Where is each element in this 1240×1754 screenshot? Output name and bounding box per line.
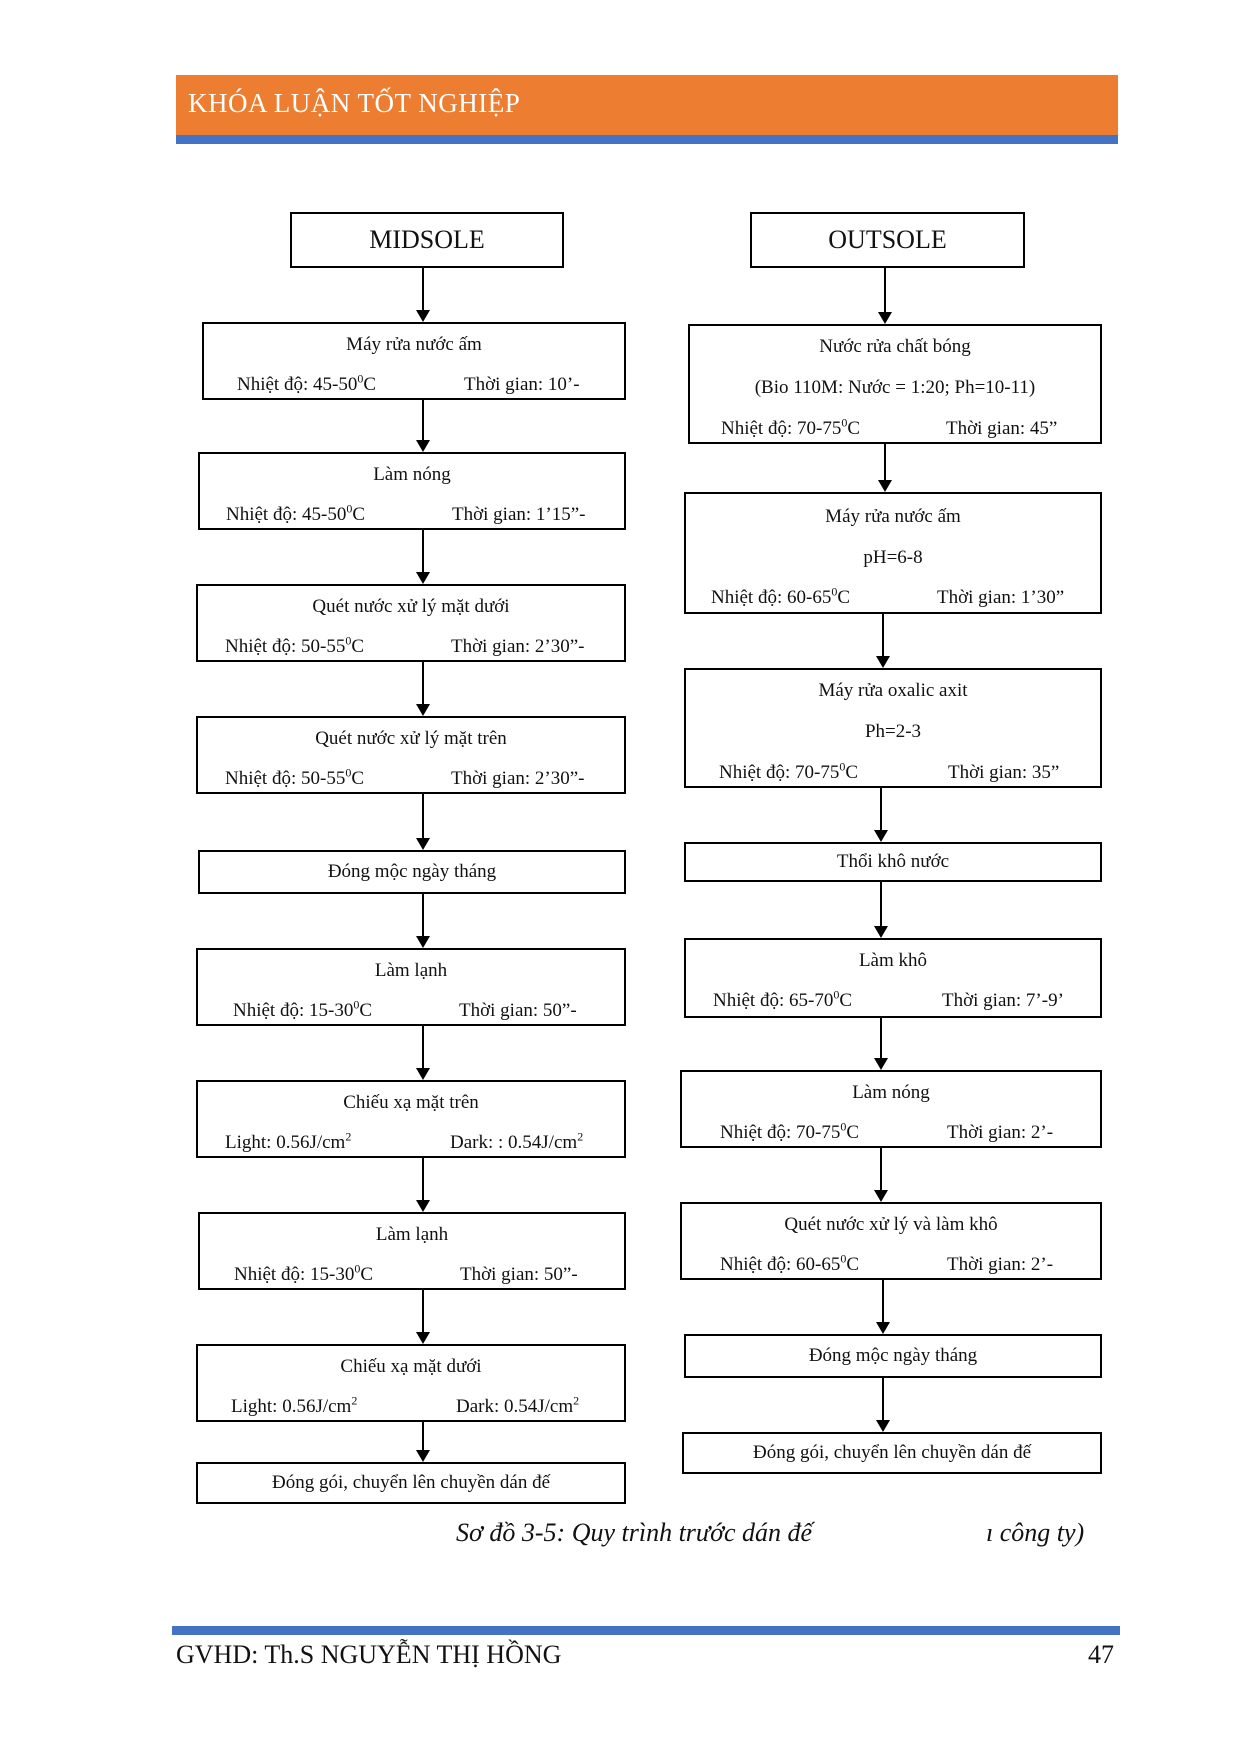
step-duration: Thời gian: 35” <box>948 762 1060 783</box>
outsole-title: OUTSOLE <box>750 212 1025 268</box>
step-temperature: Nhiệt độ: 45-500C <box>226 501 366 525</box>
header-bar <box>176 75 1118 135</box>
step-light-dose: Light: 0.56J/cm2 <box>225 1129 352 1153</box>
outsole-step-9: Đóng gói, chuyển lên chuyền dán đế <box>682 1432 1102 1474</box>
figure-caption-end: ı công ty) <box>986 1518 1085 1547</box>
header-rule <box>176 135 1118 144</box>
step-duration: Thời gian: 45” <box>946 418 1058 439</box>
flow-arrow <box>416 268 430 322</box>
outsole-step-1: Nước rửa chất bóng (Bio 110M: Nước = 1:2… <box>688 324 1102 444</box>
outsole-step-7: Quét nước xử lý và làm khô Nhiệt độ: 60-… <box>680 1202 1102 1280</box>
outsole-step-2: Máy rửa nước ấm pH=6-8 Nhiệt độ: 60-650C… <box>684 492 1102 614</box>
midsole-step-9: Chiếu xạ mặt dưới Light: 0.56J/cm2 Dark:… <box>196 1344 626 1422</box>
step-title: Làm khô <box>858 950 928 971</box>
step-temperature: Nhiệt độ: 70-750C <box>720 1119 860 1143</box>
flow-arrow <box>876 1378 890 1432</box>
flow-arrow <box>876 614 890 668</box>
step-title: Máy rửa nước ấm <box>346 334 482 355</box>
flow-arrow <box>416 1422 430 1462</box>
step-temperature: Nhiệt độ: 65-700C <box>713 987 853 1011</box>
page-header-title: KHÓA LUẬN TỐT NGHIỆP <box>188 88 521 118</box>
step-temperature: Nhiệt độ: 70-750C <box>721 415 861 439</box>
midsole-step-7: Chiếu xạ mặt trên Light: 0.56J/cm2 Dark:… <box>196 1080 626 1158</box>
step-title: Làm lạnh <box>374 960 448 981</box>
flow-arrow <box>874 1018 888 1070</box>
step-duration: Thời gian: 50”- <box>460 1264 578 1285</box>
step-temperature: Nhiệt độ: 15-300C <box>233 997 373 1021</box>
step-dark-dose: Dark: 0.54J/cm2 <box>456 1393 580 1417</box>
step-title: Nước rửa chất bóng <box>819 336 971 357</box>
outsole-step-6: Làm nóng Nhiệt độ: 70-750C Thời gian: 2’… <box>680 1070 1102 1148</box>
flow-arrow <box>416 530 430 584</box>
step-temperature: Nhiệt độ: 60-650C <box>711 584 851 608</box>
step-temperature: Nhiệt độ: 15-300C <box>234 1261 374 1285</box>
step-duration: Thời gian: 2’- <box>947 1254 1054 1275</box>
step-duration: Thời gian: 50”- <box>459 1000 577 1021</box>
step-title: Chiếu xạ mặt dưới <box>340 1356 482 1377</box>
step-temperature: Nhiệt độ: 50-550C <box>225 765 365 789</box>
midsole-step-1: Máy rửa nước ấm Nhiệt độ: 45-500C Thời g… <box>202 322 626 400</box>
flow-arrow <box>878 268 892 324</box>
midsole-step-5: Đóng mộc ngày tháng <box>198 850 626 894</box>
midsole-step-6: Làm lạnh Nhiệt độ: 15-300C Thời gian: 50… <box>196 948 626 1026</box>
flow-arrow <box>874 882 888 938</box>
flow-arrow <box>874 788 888 842</box>
figure-caption: Sơ đồ 3-5: Quy trình trước dán đế <box>456 1518 813 1547</box>
step-duration: Thời gian: 1’30” <box>937 587 1065 608</box>
flow-arrow <box>416 794 430 850</box>
outsole-step-3: Máy rửa oxalic axit Ph=2-3 Nhiệt độ: 70-… <box>684 668 1102 788</box>
flow-arrow <box>416 1158 430 1212</box>
outsole-step-8: Đóng mộc ngày tháng <box>684 1334 1102 1378</box>
step-ratio: (Bio 110M: Nước = 1:20; Ph=10-11) <box>754 377 1036 398</box>
step-temperature: Nhiệt độ: 50-550C <box>225 633 365 657</box>
step-title: Chiếu xạ mặt trên <box>343 1092 479 1113</box>
step-duration: Thời gian: 10’- <box>464 374 580 395</box>
page-number: 47 <box>1088 1640 1114 1669</box>
step-light-dose: Light: 0.56J/cm2 <box>231 1393 358 1417</box>
step-title: Làm nóng <box>852 1082 930 1103</box>
flow-arrow <box>416 662 430 716</box>
step-dark-dose: Dark: : 0.54J/cm2 <box>450 1129 584 1153</box>
midsole-step-4: Quét nước xử lý mặt trên Nhiệt độ: 50-55… <box>196 716 626 794</box>
flow-arrow <box>878 444 892 492</box>
outsole-step-4: Thổi khô nước <box>684 842 1102 882</box>
step-temperature: Nhiệt độ: 60-650C <box>720 1251 860 1275</box>
midsole-step-8: Làm lạnh Nhiệt độ: 15-300C Thời gian: 50… <box>198 1212 626 1290</box>
step-duration: Thời gian: 2’- <box>947 1122 1054 1143</box>
flow-arrow <box>876 1280 890 1334</box>
midsole-step-10: Đóng gói, chuyển lên chuyền dán đế <box>196 1462 626 1504</box>
step-duration: Thời gian: 2’30”- <box>451 768 585 789</box>
outsole-step-5: Làm khô Nhiệt độ: 65-700C Thời gian: 7’-… <box>684 938 1102 1018</box>
step-duration: Thời gian: 2’30”- <box>451 636 585 657</box>
flow-arrow <box>416 1290 430 1344</box>
footer-supervisor: GVHD: Th.S NGUYỄN THỊ HỒNG <box>176 1640 562 1669</box>
step-title: Máy rửa oxalic axit <box>818 680 968 701</box>
step-title: Quét nước xử lý mặt trên <box>315 728 507 749</box>
midsole-title: MIDSOLE <box>290 212 564 268</box>
flow-arrow <box>416 400 430 452</box>
flow-arrow <box>416 894 430 948</box>
step-title: Làm lạnh <box>375 1224 449 1245</box>
midsole-step-2: Làm nóng Nhiệt độ: 45-500C Thời gian: 1’… <box>198 452 626 530</box>
step-ph: Ph=2-3 <box>864 721 922 742</box>
step-title: Làm nóng <box>373 464 451 485</box>
step-duration: Thời gian: 1’15”- <box>452 504 586 525</box>
step-temperature: Nhiệt độ: 45-500C <box>237 371 377 395</box>
step-title: Quét nước xử lý và làm khô <box>784 1214 998 1235</box>
step-title: Máy rửa nước ấm <box>825 506 961 527</box>
step-title: Quét nước xử lý mặt dưới <box>312 596 510 617</box>
step-ph: pH=6-8 <box>863 547 923 568</box>
midsole-step-3: Quét nước xử lý mặt dưới Nhiệt độ: 50-55… <box>196 584 626 662</box>
step-duration: Thời gian: 7’-9’ <box>942 990 1064 1011</box>
flow-arrow <box>416 1026 430 1080</box>
flow-arrow <box>874 1148 888 1202</box>
footer-rule <box>172 1626 1120 1635</box>
step-temperature: Nhiệt độ: 70-750C <box>719 759 859 783</box>
